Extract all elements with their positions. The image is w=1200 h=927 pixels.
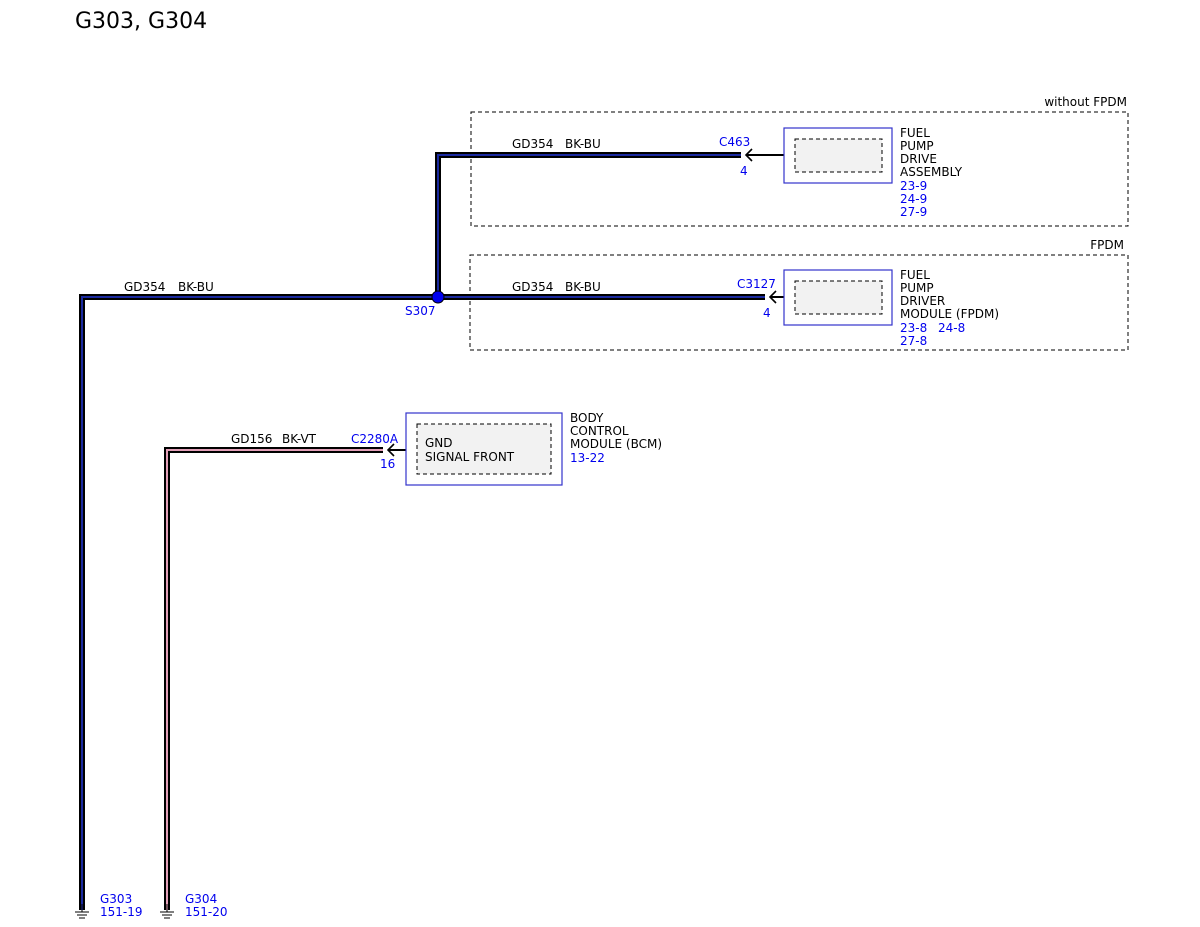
group-box-fpdm: [469, 254, 1129, 351]
wire-middle-color: BK-BU: [565, 280, 601, 294]
connector-c2280a-label: C2280A: [351, 432, 399, 446]
component-ref: 27-8: [900, 334, 927, 348]
ground-g304: G304 151-20: [160, 892, 228, 919]
wire-bcm-color: BK-VT: [282, 432, 317, 446]
group-label-without-fpdm: without FPDM: [1044, 95, 1127, 109]
component-name-line: ASSEMBLY: [900, 165, 963, 179]
wire-bcm-circuit: GD156: [231, 432, 272, 446]
ground-icon: [160, 904, 174, 919]
wire-main-bk-bu: [79, 294, 438, 910]
component-bcm: GND SIGNAL FRONT C2280A 16 BODY CONTROL …: [351, 411, 662, 486]
component-name-line: BODY: [570, 411, 604, 425]
component-ref: 27-9: [900, 205, 927, 219]
wire-middle-circuit: GD354: [512, 280, 553, 294]
bcm-internal-line: SIGNAL FRONT: [425, 450, 515, 464]
component-ref: 13-22: [570, 451, 605, 465]
wire-upper-color: BK-BU: [565, 137, 601, 151]
connector-c463-pin: 4: [740, 164, 748, 178]
component-fuel-pump-drive-assembly: C463 4 FUEL PUMP DRIVE ASSEMBLY 23-9 24-…: [719, 126, 963, 219]
connector-c2280a-pin: 16: [380, 457, 395, 471]
component-ref: 24-8: [938, 321, 965, 335]
wire-main-circuit: GD354: [124, 280, 165, 294]
group-label-fpdm: FPDM: [1090, 238, 1124, 252]
wire-upper-circuit: GD354: [512, 137, 553, 151]
wire-main-color: BK-BU: [178, 280, 214, 294]
component-ref: 23-9: [900, 179, 927, 193]
connector-c463-label: C463: [719, 135, 750, 149]
ground-ref: 151-19: [100, 905, 143, 919]
group-box-without-fpdm: [470, 111, 1129, 227]
connector-c3127-label: C3127: [737, 277, 776, 291]
wire-upper-bk-bu: [435, 152, 741, 297]
ground-icon: [75, 904, 89, 919]
component-name-line: FUEL: [900, 126, 930, 140]
component-name-line: CONTROL: [570, 424, 629, 438]
ground-ref: 151-20: [185, 905, 228, 919]
ground-id: G304: [185, 892, 217, 906]
component-ref: 24-9: [900, 192, 927, 206]
component-fpdm: C3127 4 FUEL PUMP DRIVER MODULE (FPDM) 2…: [737, 268, 999, 348]
wire-bcm-bk-vt: [164, 447, 383, 910]
component-ref: 23-8: [900, 321, 927, 335]
splice-dot: [431, 290, 445, 304]
component-name-line: DRIVE: [900, 152, 937, 166]
component-name-line: FUEL: [900, 268, 930, 282]
page-title: G303, G304: [75, 9, 207, 34]
component-name-line: PUMP: [900, 139, 934, 153]
component-name-line: MODULE (FPDM): [900, 307, 999, 321]
component-name-line: PUMP: [900, 281, 934, 295]
splice-label: S307: [405, 304, 436, 318]
ground-id: G303: [100, 892, 132, 906]
connector-c3127-pin: 4: [763, 306, 771, 320]
component-name-line: MODULE (BCM): [570, 437, 662, 451]
bcm-internal-line: GND: [425, 436, 453, 450]
ground-g303: G303 151-19: [75, 892, 143, 919]
component-name-line: DRIVER: [900, 294, 945, 308]
